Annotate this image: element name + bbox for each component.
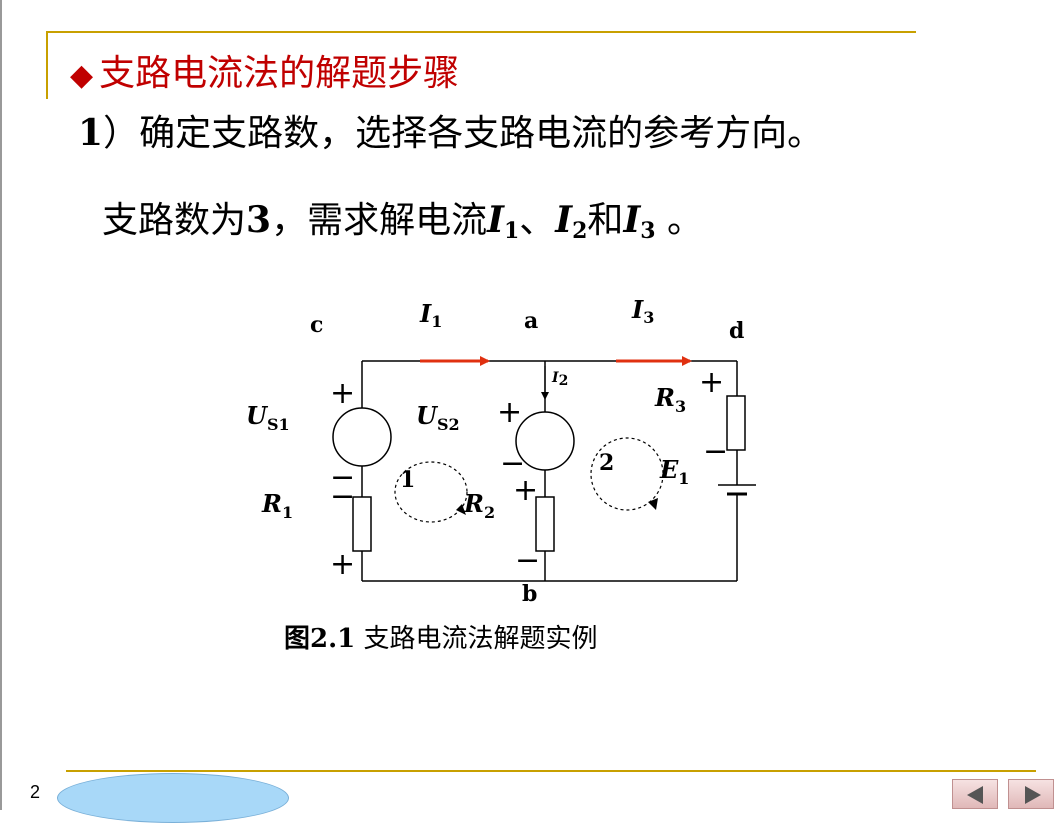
node-d-label: d: [729, 318, 744, 344]
label-i1: I1: [419, 299, 442, 331]
loop-1-label: 1: [400, 467, 415, 493]
title-accent-bar: [46, 31, 48, 99]
resistor-r2: [535, 496, 555, 552]
us1-plus-sign: +: [330, 376, 355, 411]
node-c-label: c: [310, 312, 323, 338]
current-i2-subscript: 2: [572, 218, 588, 244]
current-i3-symbol: I: [623, 199, 641, 241]
branch-count-number: 3: [246, 199, 272, 241]
node-b-label: b: [522, 581, 537, 607]
top-divider: [46, 31, 916, 33]
footer-oval-decoration: [57, 773, 289, 823]
step-1: 1）确定支路数，选择各支路电流的参考方向。: [78, 110, 823, 157]
current-i1-subscript: 1: [503, 218, 520, 244]
resistor-r3: [726, 395, 746, 451]
label-us1: US1: [246, 401, 290, 434]
page-number: 2: [30, 782, 41, 802]
label-r1: R1: [261, 489, 293, 522]
loop-1-indicator: [394, 461, 468, 523]
resistor-r1: [352, 496, 372, 552]
label-r2: R2: [463, 489, 495, 522]
left-border: [0, 0, 2, 810]
r2-plus-sign: +: [513, 473, 538, 508]
source-us1: [332, 407, 392, 467]
source-us2: [515, 411, 575, 471]
figure-caption-text: 支路电流法解题实例: [355, 624, 598, 654]
battery-e1: [718, 484, 756, 496]
diamond-bullet-icon: ◆: [70, 58, 94, 93]
label-i2: I2: [551, 370, 568, 389]
bottom-divider: [66, 770, 1036, 772]
triangle-right-icon: [1025, 786, 1041, 804]
branch-count-prefix: 支路数为: [102, 200, 247, 241]
r3-minus-sign: −: [703, 434, 728, 469]
line-end: 。: [655, 200, 704, 241]
slide-title-text: 支路电流法的解题步骤: [99, 53, 460, 94]
us2-minus-sign: −: [500, 446, 525, 481]
r1-plus-sign: +: [330, 547, 355, 582]
step-1-text: ）确定支路数，选择各支路电流的参考方向。: [103, 113, 824, 154]
next-slide-button[interactable]: [1008, 779, 1054, 809]
label-r3: R3: [654, 383, 686, 416]
r2-minus-sign: −: [515, 543, 540, 578]
node-a-label: a: [524, 308, 538, 334]
us2-plus-sign: +: [497, 395, 522, 430]
triangle-left-icon: [967, 786, 983, 804]
separator: 、: [519, 200, 556, 241]
current-i2-symbol: I: [555, 199, 573, 241]
label-e1: E1: [659, 455, 689, 488]
figure-caption: 图2.1 支路电流法解题实例: [284, 618, 598, 655]
r3-plus-sign: +: [699, 365, 724, 400]
figure-number: 图2.1: [284, 624, 356, 654]
us1-minus-sign: −: [330, 460, 355, 495]
conjunction: 和: [587, 200, 624, 241]
label-i3: I3: [631, 295, 654, 327]
loop-2-label: 2: [599, 450, 614, 476]
step-1-number: 1: [78, 112, 104, 154]
previous-slide-button[interactable]: [952, 779, 998, 809]
current-i3-subscript: 3: [640, 218, 656, 244]
branch-count-line: 支路数为3，需求解电流I1、I2和I3 。: [102, 196, 703, 255]
label-us2: US2: [416, 401, 460, 434]
loop-2-indicator: [590, 437, 664, 511]
r1-minus-sign: −: [330, 479, 355, 514]
current-i1-symbol: I: [487, 199, 504, 241]
slide-title: ◆支路电流法的解题步骤: [70, 52, 459, 98]
branch-count-middle: ，需求解电流: [271, 200, 488, 241]
